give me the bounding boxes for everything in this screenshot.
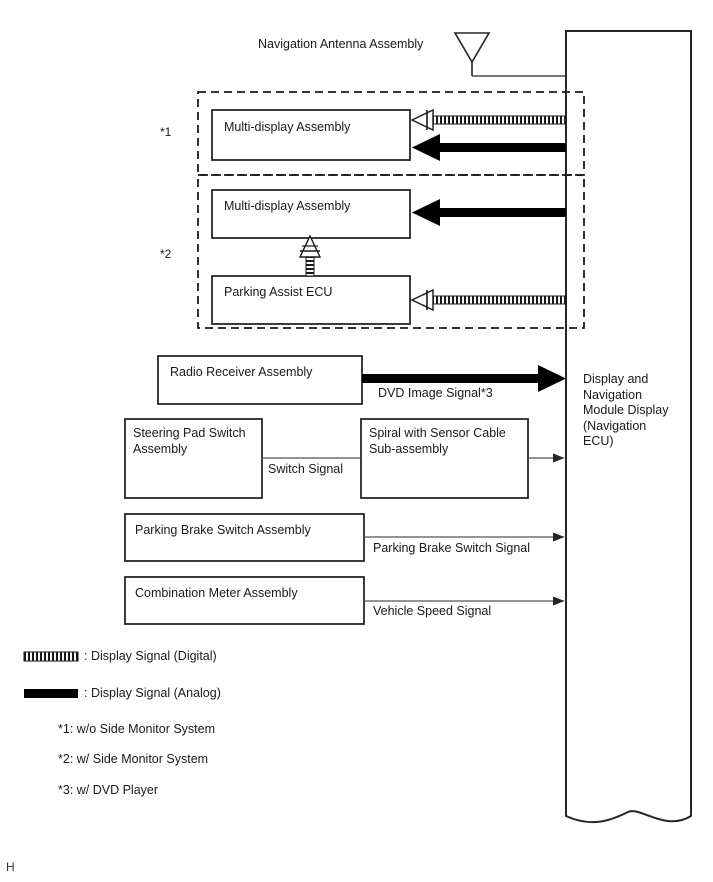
analog-signal-arrow-to-multi-display-2 (412, 199, 566, 226)
footnote-2-label: *2: w/ Side Monitor System (58, 752, 209, 766)
combination-meter-assembly-box (124, 576, 365, 625)
multi-display-assembly-1-box (211, 109, 411, 161)
page-marker: H (6, 860, 15, 874)
group-2-star-label: *2 (160, 247, 172, 261)
multi-display-assembly-1-label: Multi-display Assembly (224, 120, 351, 134)
parking-brake-switch-assembly-label: Parking Brake Switch Assembly (135, 523, 311, 537)
analog-signal-arrow-dvd-image (362, 365, 566, 392)
spiral-with-sensor-cable-box (360, 418, 529, 499)
steering-pad-switch-assembly-box (124, 418, 263, 499)
vehicle-speed-signal-label: Vehicle Speed Signal (373, 604, 492, 618)
parking-brake-switch-signal-label: Parking Brake Switch Signal (373, 541, 531, 555)
legend-analog-label: : Display Signal (Analog) (84, 686, 221, 700)
steering-pad-switch-assembly-label: Steering Pad Switch Assembly (133, 426, 246, 456)
parking-brake-switch-assembly-box (124, 513, 365, 562)
radio-receiver-assembly-box (157, 355, 363, 405)
legend-digital-label: : Display Signal (Digital) (84, 649, 217, 663)
digital-signal-arrow-to-parking-assist-ecu (410, 288, 567, 312)
parking-assist-ecu-label: Parking Assist ECU (224, 285, 333, 299)
legend-analog-symbol (24, 689, 78, 698)
switch-signal-label: Switch Signal (268, 462, 344, 476)
digital-signal-arrow-to-multi-display-1 (410, 108, 567, 132)
footnote-3-label: *3: w/ DVD Player (58, 783, 159, 797)
multi-display-assembly-2-box (211, 189, 411, 239)
display-and-navigation-module-panel (565, 30, 692, 824)
display-and-navigation-module-label: Display and Navigation Module Display (N… (583, 372, 669, 448)
radio-receiver-assembly-label: Radio Receiver Assembly (170, 365, 313, 379)
spiral-with-sensor-cable-label: Spiral with Sensor Cable Sub-assembly (369, 426, 506, 456)
analog-signal-arrow-to-multi-display-1 (412, 134, 566, 161)
antenna-triangle-icon (453, 32, 566, 77)
digital-signal-arrow-parking-assist-to-multi-display (298, 234, 322, 277)
group-2-dashed-boundary (197, 174, 585, 329)
footnote-1-label: *1: w/o Side Monitor System (58, 722, 216, 736)
group-1-star-label: *1 (160, 125, 172, 139)
legend-digital-symbol (23, 651, 79, 662)
dvd-image-signal-label: DVD Image Signal*3 (378, 386, 493, 400)
page-title: Navigation Antenna Assembly (258, 37, 424, 51)
combination-meter-assembly-label: Combination Meter Assembly (135, 586, 298, 600)
multi-display-assembly-2-label: Multi-display Assembly (224, 199, 351, 213)
